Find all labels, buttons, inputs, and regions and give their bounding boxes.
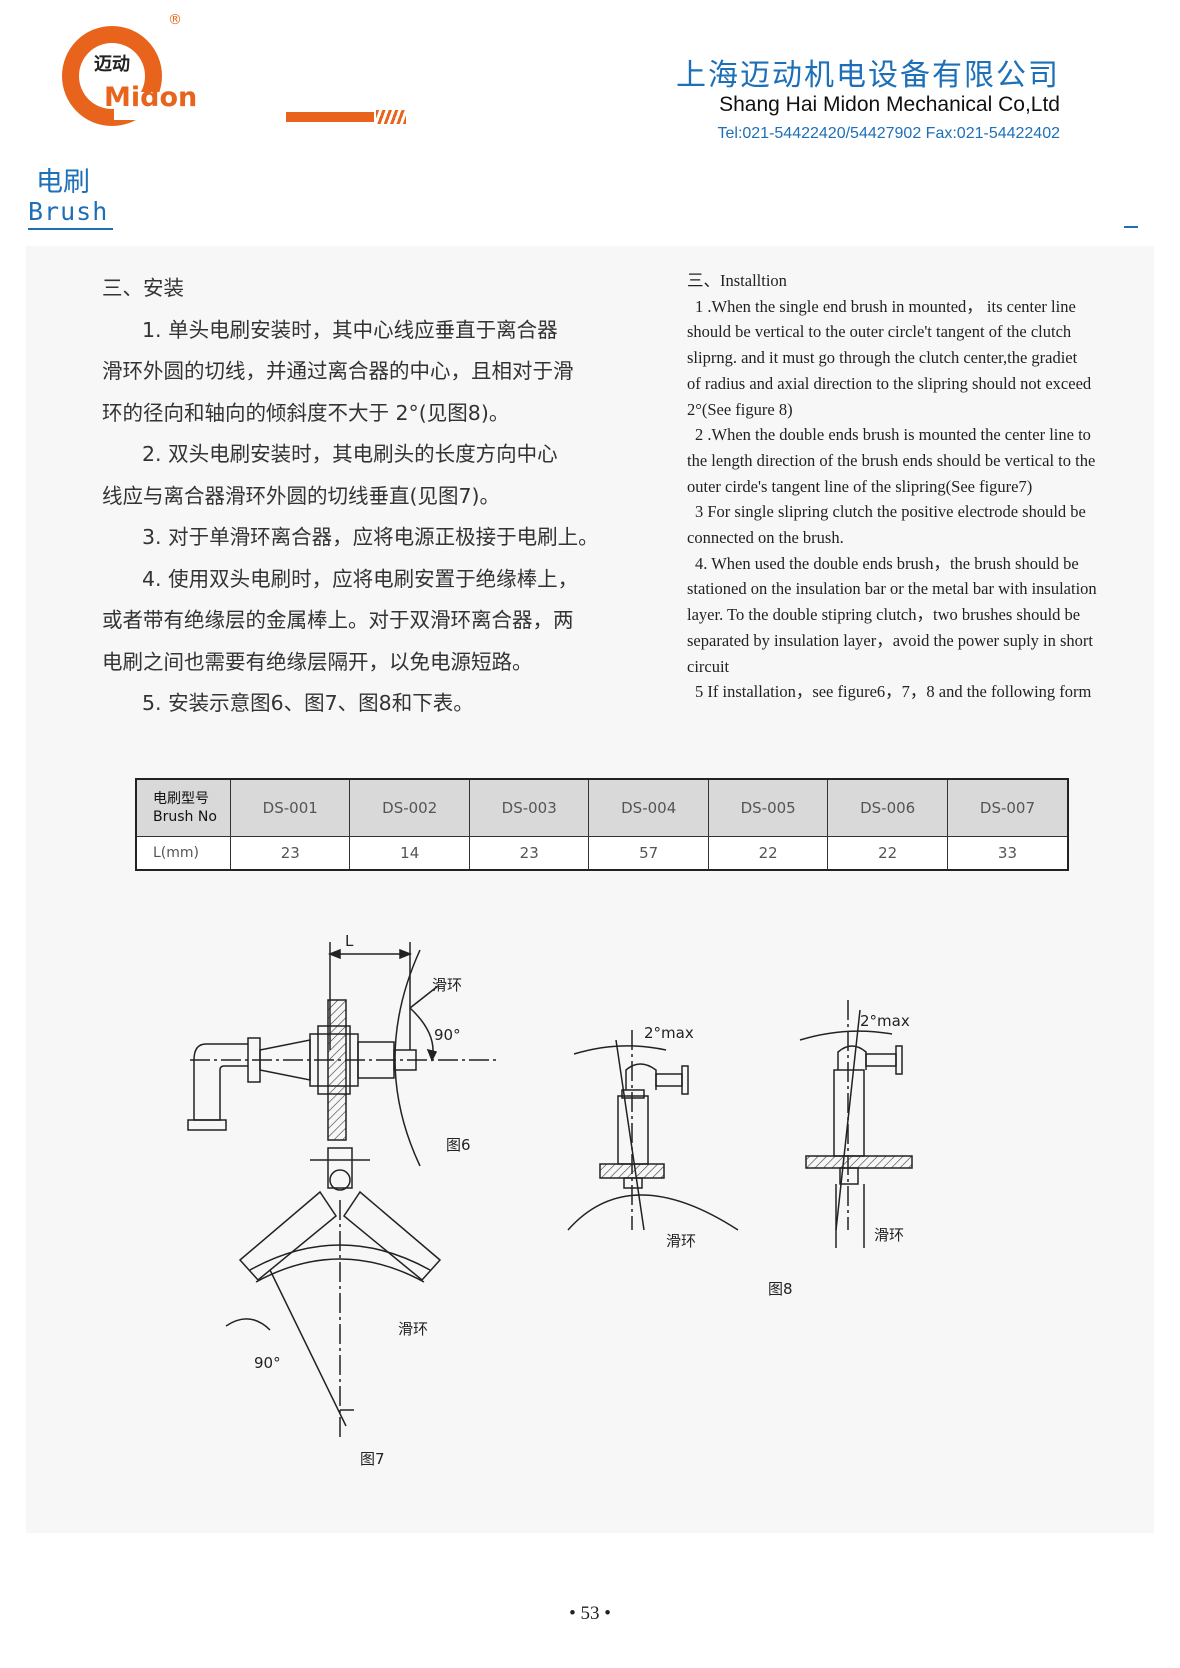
en-line: 2 .When the double ends brush is mounted… xyxy=(695,425,1091,445)
en-line: 3 For single slipring clutch the positiv… xyxy=(695,502,1086,522)
length-cell: 22 xyxy=(827,836,948,871)
svg-text:迈动: 迈动 xyxy=(94,54,130,75)
installation-figures: L 滑环 90° 图6 滑环 90° 图7 2°max 滑环 xyxy=(187,932,913,1468)
table-header-row: 电刷型号 Brush No DS-001 DS-002 DS-003 DS-00… xyxy=(135,778,1069,837)
midon-logo: 迈动 Midon ® xyxy=(58,12,406,144)
fig8-left-angle-label: 2°max xyxy=(644,1024,694,1042)
company-name-cn: 上海迈动机电设备有限公司 xyxy=(676,58,1060,93)
model-cell: DS-004 xyxy=(588,778,709,837)
figure-7-drawing xyxy=(225,1147,442,1440)
length-cell: 33 xyxy=(946,836,1069,871)
fig6-angle-label: 90° xyxy=(434,1026,461,1044)
en-line: 4. When used the double ends brush，the b… xyxy=(695,553,1079,573)
table-row: L(mm) 23 14 23 57 22 22 33 xyxy=(135,836,1069,871)
figure-8-right-drawing xyxy=(799,1000,913,1248)
company-contact: Tel:021-54422420/54427902 Fax:021-544224… xyxy=(717,125,1060,142)
content-panel xyxy=(26,246,1154,1533)
en-line: should be vertical to the outer circle't… xyxy=(687,322,1072,342)
model-cell: DS-001 xyxy=(229,778,351,837)
cn-paragraph-1: 1. 单头电刷安装时，其中心线应垂直于离合器 xyxy=(142,317,558,342)
company-name-en: Shang Hai Midon Mechanical Co,Ltd xyxy=(719,93,1060,116)
cn-paragraph-4-line-3: 电刷之间也需要有绝缘层隔开，以免电源短路。 xyxy=(102,649,533,674)
figure-7-caption: 图7 xyxy=(360,1450,385,1468)
cn-paragraph-4: 4. 使用双头电刷时，应将电刷安置于绝缘棒上， xyxy=(142,566,579,591)
en-line: 2°(See figure 8) xyxy=(687,399,793,419)
fig6-slip-ring-label: 滑环 xyxy=(432,976,462,994)
en-line: sliprng. and it must go through the clut… xyxy=(687,348,1078,368)
length-cell: 23 xyxy=(468,836,590,871)
installation-text-en: 三、Installtion 1 .When the single end bru… xyxy=(687,268,1117,705)
logo-wordmark: Midon xyxy=(104,82,197,113)
en-line: layer. To the double stipring clutch，two… xyxy=(687,605,1081,625)
brush-spec-table: 电刷型号 Brush No DS-001 DS-002 DS-003 DS-00… xyxy=(135,778,1069,871)
en-line: circuit xyxy=(687,656,730,676)
cn-paragraph-3: 3. 对于单滑环离合器，应将电源正极接于电刷上。 xyxy=(142,525,599,549)
model-cell: DS-005 xyxy=(707,778,829,837)
fig8-right-slip-ring-label: 滑环 xyxy=(874,1226,904,1244)
header-dash xyxy=(1124,226,1138,228)
page-number: • 53 • xyxy=(569,1603,611,1624)
section-title-cn: 电刷 xyxy=(36,167,90,198)
fig7-angle-label: 90° xyxy=(254,1354,281,1372)
header-label-cn: 电刷型号 xyxy=(153,791,209,807)
svg-text:®: ® xyxy=(168,14,182,28)
model-cell: DS-007 xyxy=(946,778,1069,837)
en-heading: 三、Installtion xyxy=(687,271,787,290)
model-cell: DS-006 xyxy=(827,778,948,837)
en-line: connected on the brush. xyxy=(687,528,844,548)
en-line: the length direction of the brush ends s… xyxy=(687,450,1096,470)
cn-heading: 三、安装 xyxy=(102,276,184,300)
logo-stripes xyxy=(376,110,406,124)
cn-paragraph-2: 2. 双头电刷安装时，其电刷头的长度方向中心 xyxy=(142,442,558,466)
en-line: stationed on the insulation bar or the m… xyxy=(687,579,1097,599)
figure-6-caption: 图6 xyxy=(446,1136,471,1154)
cn-paragraph-1-line-3: 环的径向和轴向的倾斜度不大于 2°(见图8)。 xyxy=(102,400,510,425)
table-header-label: 电刷型号 Brush No xyxy=(135,778,231,837)
installation-text-cn: 三、安装 1. 单头电刷安装时，其中心线应垂直于离合器 滑环外圆的切线，并通过离… xyxy=(102,268,662,725)
length-cell: 23 xyxy=(229,836,351,871)
model-cell: DS-003 xyxy=(468,778,590,837)
header-label-en: Brush No xyxy=(153,809,217,825)
en-line: 1 .When the single end brush in mounted，… xyxy=(695,296,1076,316)
model-cell: DS-002 xyxy=(349,778,470,837)
figure-6-drawing xyxy=(187,942,500,1167)
cn-paragraph-4-line-2: 或者带有绝缘层的金属棒上。对于双滑环离合器，两 xyxy=(102,608,574,632)
logo-bar xyxy=(286,112,374,122)
figure-8-caption: 图8 xyxy=(768,1280,793,1298)
fig8-left-slip-ring-label: 滑环 xyxy=(666,1232,696,1250)
length-cell: 57 xyxy=(588,836,709,871)
dimension-l-label: L xyxy=(345,932,354,950)
section-underline xyxy=(28,228,113,230)
en-line: 5 If installation，see figure6，7，8 and th… xyxy=(695,682,1092,702)
row-label: L(mm) xyxy=(135,836,231,871)
length-cell: 22 xyxy=(707,836,829,871)
en-line: separated by insulation layer，avoid the … xyxy=(687,630,1093,650)
figure-8-left-drawing xyxy=(567,1030,739,1231)
section-title-en: Brush xyxy=(28,197,109,226)
fig8-right-angle-label: 2°max xyxy=(860,1012,910,1030)
en-line: outer cirde's tangent line of the slipri… xyxy=(687,476,1033,496)
en-line: of radius and axial direction to the sli… xyxy=(687,373,1092,393)
length-cell: 14 xyxy=(349,836,470,871)
cn-paragraph-2-line-2: 线应与离合器滑环外圆的切线垂直(见图7)。 xyxy=(102,483,501,508)
cn-paragraph-5: 5. 安装示意图6、图7、图8和下表。 xyxy=(142,691,474,715)
fig7-slip-ring-label: 滑环 xyxy=(398,1320,428,1338)
logo-graphic: 迈动 Midon ® xyxy=(62,12,204,126)
cn-paragraph-1-line-2: 滑环外圆的切线，并通过离合器的中心，且相对于滑 xyxy=(102,359,574,383)
